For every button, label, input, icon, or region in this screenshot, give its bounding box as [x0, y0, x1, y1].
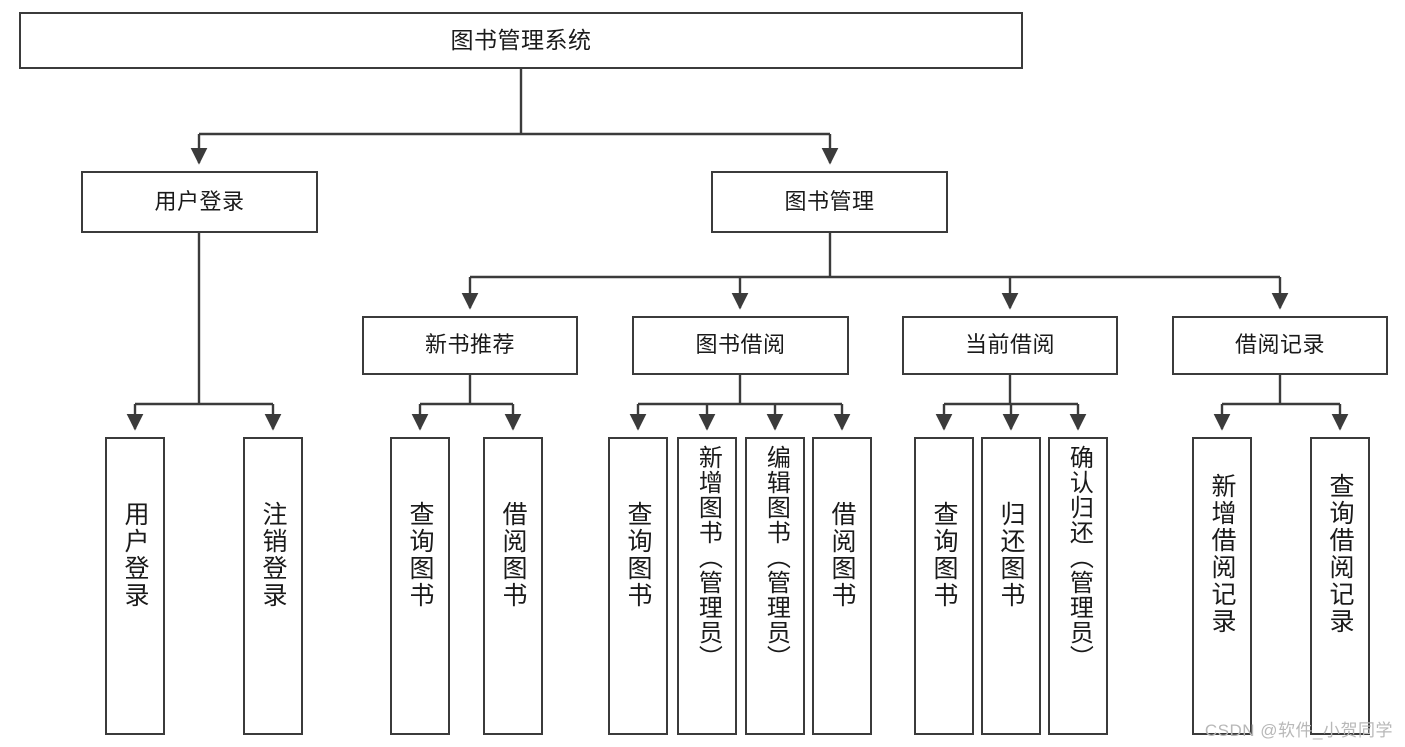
leaf-add-book[interactable]: 新增图书（管理员）	[677, 437, 737, 735]
node-user-login-label: 用户登录	[154, 188, 245, 214]
node-user-login[interactable]: 用户登录	[81, 171, 318, 233]
leaf-user-login-label: 用户登录	[121, 501, 149, 609]
node-book-manage[interactable]: 图书管理	[711, 171, 948, 233]
node-book-manage-label: 图书管理	[784, 188, 875, 214]
leaf-user-login[interactable]: 用户登录	[105, 437, 165, 735]
leaf-query-record[interactable]: 查询借阅记录	[1310, 437, 1370, 735]
leaf-return-book-label: 归还图书	[997, 501, 1025, 609]
node-root-label: 图书管理系统	[450, 26, 592, 53]
leaf-logout[interactable]: 注销登录	[243, 437, 303, 735]
leaf-edit-book-label: 编辑图书（管理员）	[762, 445, 790, 670]
node-current-borrow-label: 当前借阅	[964, 332, 1055, 358]
node-borrow-record-label: 借阅记录	[1234, 332, 1325, 358]
leaf-confirm-return[interactable]: 确认归还（管理员）	[1048, 437, 1108, 735]
node-root[interactable]: 图书管理系统	[19, 12, 1023, 69]
leaf-query-book-1-label: 查询图书	[406, 501, 434, 609]
leaf-query-book-2[interactable]: 查询图书	[608, 437, 668, 735]
csdn-watermark: CSDN @软件_小贺同学	[1204, 721, 1393, 740]
leaf-borrow-book-2-label: 借阅图书	[828, 501, 856, 609]
node-book-borrow[interactable]: 图书借阅	[632, 316, 849, 375]
leaf-query-book-1[interactable]: 查询图书	[390, 437, 450, 735]
node-current-borrow[interactable]: 当前借阅	[902, 316, 1118, 375]
leaf-borrow-book-1[interactable]: 借阅图书	[483, 437, 543, 735]
leaf-borrow-book-1-label: 借阅图书	[499, 501, 527, 609]
leaf-query-book-3[interactable]: 查询图书	[914, 437, 974, 735]
leaf-add-book-label: 新增图书（管理员）	[694, 445, 722, 670]
leaf-add-record-label: 新增借阅记录	[1208, 473, 1236, 635]
leaf-add-record[interactable]: 新增借阅记录	[1192, 437, 1252, 735]
leaf-confirm-return-label: 确认归还（管理员）	[1065, 445, 1093, 670]
node-new-book-recommend[interactable]: 新书推荐	[362, 316, 578, 375]
leaf-query-book-3-label: 查询图书	[930, 501, 958, 609]
node-borrow-record[interactable]: 借阅记录	[1172, 316, 1388, 375]
node-new-book-recommend-label: 新书推荐	[424, 332, 515, 358]
leaf-edit-book[interactable]: 编辑图书（管理员）	[745, 437, 805, 735]
leaf-query-book-2-label: 查询图书	[624, 501, 652, 609]
node-book-borrow-label: 图书借阅	[695, 332, 786, 358]
leaf-return-book[interactable]: 归还图书	[981, 437, 1041, 735]
leaf-query-record-label: 查询借阅记录	[1326, 473, 1354, 635]
leaf-borrow-book-2[interactable]: 借阅图书	[812, 437, 872, 735]
leaf-logout-label: 注销登录	[259, 501, 287, 609]
